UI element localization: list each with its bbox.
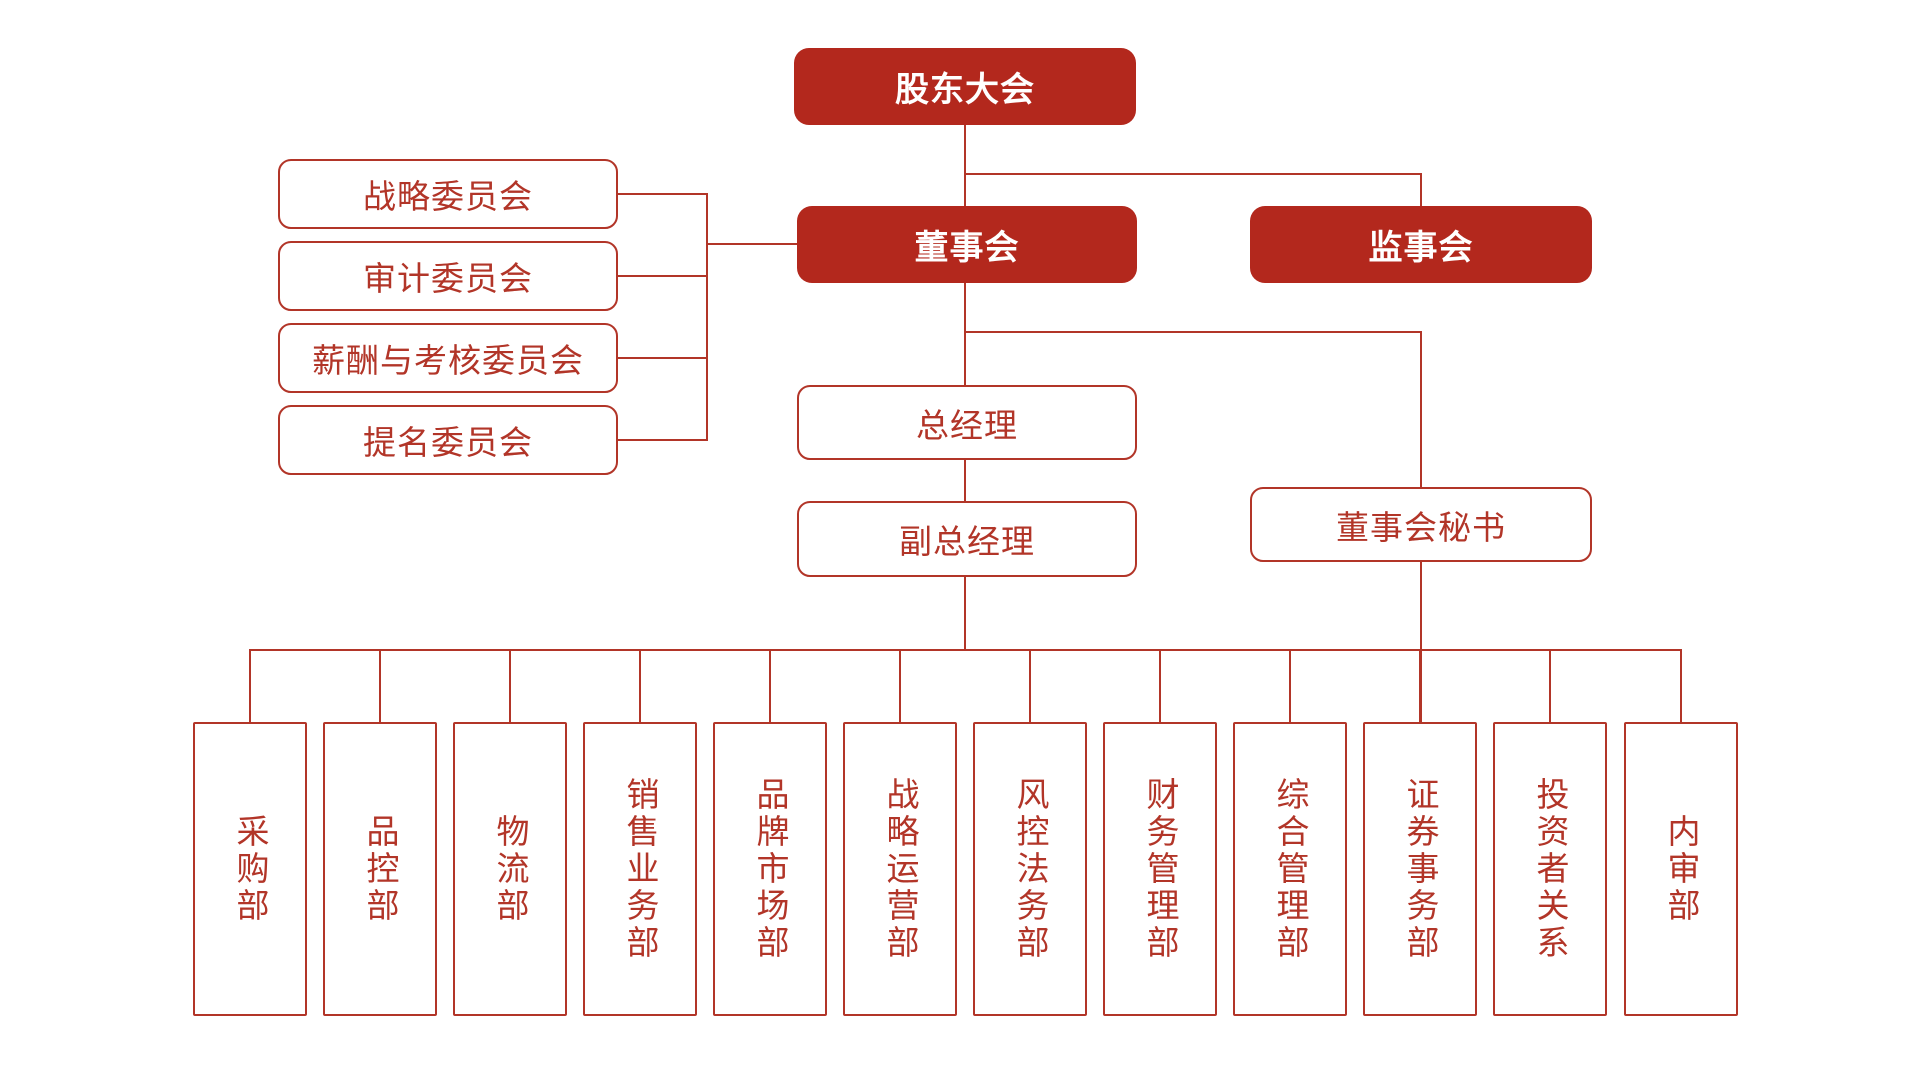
node-dept-strategy-operations: 战略运营部	[843, 722, 957, 1016]
node-dept-sales-business: 销售业务部	[583, 722, 697, 1016]
node-supervisory-board: 监事会	[1250, 206, 1592, 283]
connector-drop-dept-2	[379, 650, 381, 722]
node-dept-general-management: 综合管理部	[1233, 722, 1347, 1016]
node-dept-securities-affairs: 证券事务部	[1363, 722, 1477, 1016]
node-remuneration-assessment-committee: 薪酬与考核委员会	[278, 323, 618, 393]
connector-drop-dept-1	[249, 650, 251, 722]
node-dept-procurement: 采购部	[193, 722, 307, 1016]
connector-drop-dept-10	[1419, 650, 1421, 722]
node-deputy-general-manager: 副总经理	[797, 501, 1137, 577]
connector-remuneration-committee	[618, 357, 707, 359]
connector-drop-dept-6	[899, 650, 901, 722]
connector-drop-dept-8	[1159, 650, 1161, 722]
node-strategy-committee: 战略委员会	[278, 159, 618, 229]
connector-drop-dept-4	[639, 650, 641, 722]
connector-committee-bus	[706, 193, 708, 441]
connector-gm-to-dgm	[964, 459, 966, 501]
connector-department-rail	[249, 649, 1682, 651]
node-general-manager: 总经理	[797, 385, 1137, 460]
node-board-of-directors: 董事会	[797, 206, 1137, 283]
node-dept-logistics: 物流部	[453, 722, 567, 1016]
connector-drop-dept-12	[1680, 650, 1682, 722]
node-dept-quality-control: 品控部	[323, 722, 437, 1016]
connector-nomination-committee	[618, 439, 707, 441]
node-dept-investor-relations: 投资者关系	[1493, 722, 1607, 1016]
node-dept-brand-marketing: 品牌市场部	[713, 722, 827, 1016]
connector-drop-dept-9	[1289, 650, 1291, 722]
connector-bus-to-board	[706, 243, 797, 245]
connector-strategy-committee	[618, 193, 707, 195]
connector-drop-dept-3	[509, 650, 511, 722]
connector-branch-to-supervisory	[964, 173, 1422, 175]
node-nomination-committee: 提名委员会	[278, 405, 618, 475]
connector-secretary-to-rail	[1420, 562, 1422, 722]
node-shareholders-meeting: 股东大会	[794, 48, 1136, 125]
connector-drop-supervisory	[1420, 174, 1422, 206]
connector-drop-secretary	[1420, 332, 1422, 487]
node-audit-committee: 审计委员会	[278, 241, 618, 311]
connector-board-to-gm	[964, 283, 966, 385]
connector-audit-committee	[618, 275, 707, 277]
connector-branch-to-secretary	[964, 331, 1422, 333]
node-board-secretary: 董事会秘书	[1250, 487, 1592, 562]
node-dept-internal-audit: 内审部	[1624, 722, 1738, 1016]
connector-drop-dept-11	[1549, 650, 1551, 722]
connector-drop-dept-7	[1029, 650, 1031, 722]
connector-shareholders-to-board	[964, 125, 966, 206]
node-dept-finance-management: 财务管理部	[1103, 722, 1217, 1016]
connector-dgm-to-rail	[964, 576, 966, 651]
node-dept-risk-legal: 风控法务部	[973, 722, 1087, 1016]
connector-drop-dept-5	[769, 650, 771, 722]
